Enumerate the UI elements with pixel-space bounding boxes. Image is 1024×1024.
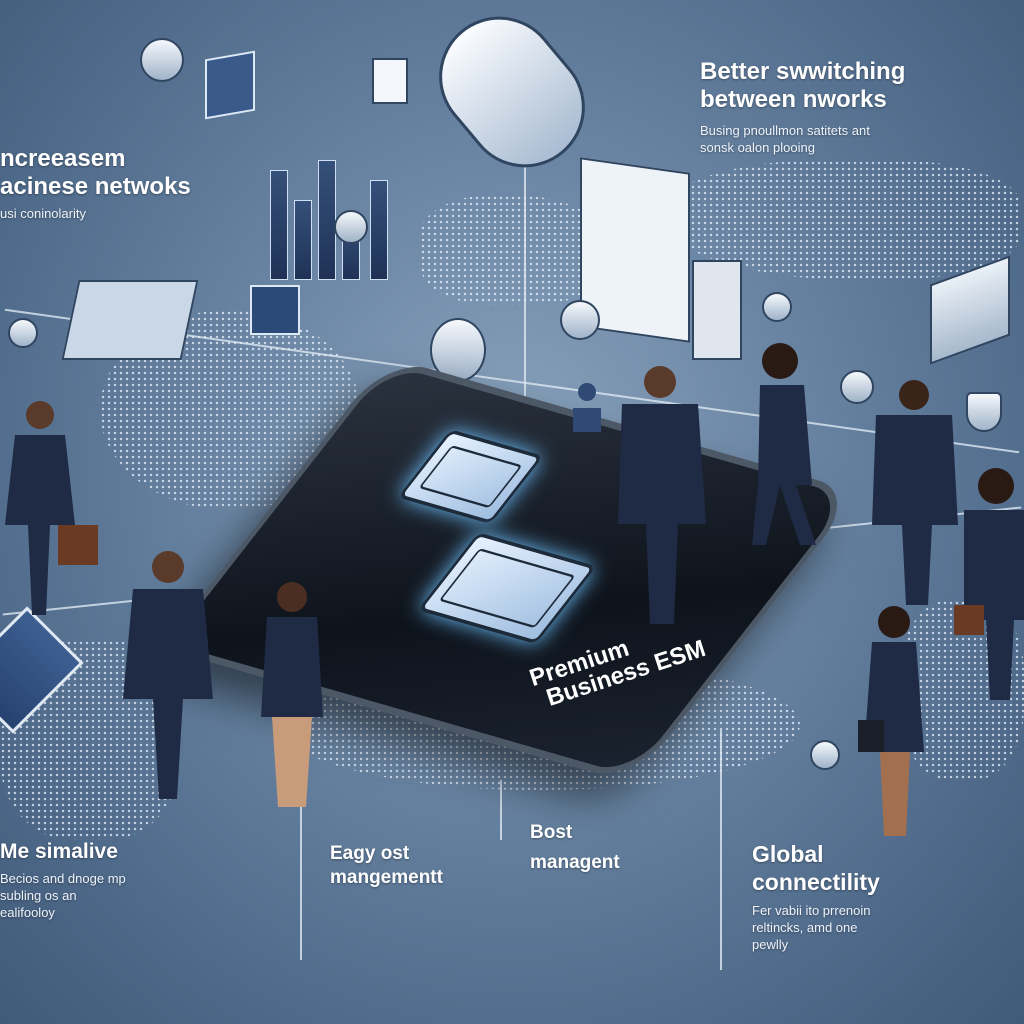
panel-top-right: Better swwitching between nworks Busing …	[700, 58, 905, 156]
panel-title: managent	[530, 852, 620, 873]
network-line	[500, 780, 502, 840]
document-icon	[372, 58, 408, 104]
network-line	[720, 730, 722, 970]
businessman-figure	[954, 468, 1024, 700]
panel-title: Global	[752, 841, 824, 867]
panel-bottom-right: Global connectility Fer vabii ito prreno…	[752, 840, 880, 953]
panel-subtitle: reltincks, amd one	[752, 920, 858, 935]
businesswoman-figure	[261, 582, 323, 807]
businesswoman-figure	[858, 606, 924, 836]
panel-title: Better swwitching	[700, 58, 906, 85]
server-icon	[692, 260, 742, 360]
shield-icon	[966, 392, 1002, 432]
panel-subtitle: ealifooloy	[0, 905, 55, 920]
panel-subtitle: Fer vabii ito prrenoin	[752, 903, 871, 918]
panel-subtitle: sonsk oalon plooing	[700, 140, 815, 155]
businessman-figure	[5, 401, 98, 615]
panel-title: connectility	[752, 869, 880, 895]
panel-bottom-left: Me simalive Becios and dnoge mp subling …	[0, 838, 126, 921]
panel-title: between nworks	[700, 86, 887, 113]
panel-subtitle: usi coninolarity	[0, 206, 86, 221]
circle-icon	[334, 210, 368, 244]
panel-bottom-mid: Eagy ost mangementt	[330, 842, 443, 890]
esim-chip-icon	[417, 532, 597, 644]
user-icon	[8, 318, 38, 348]
esim-chip-icon	[397, 429, 544, 524]
globe-icon	[762, 292, 792, 322]
businessman-figure	[123, 551, 213, 799]
panel-subtitle: subling os an	[0, 888, 77, 903]
bar-chart-icon	[270, 150, 410, 280]
panel-top-left: ncreeasem acinese netwoks usi coninolari…	[0, 145, 191, 222]
network-line	[300, 760, 302, 960]
businessman-figure	[872, 380, 958, 605]
workstation-icon	[61, 280, 199, 360]
panel-title: acinese netwoks	[0, 173, 191, 200]
businessman-figure	[618, 366, 706, 624]
panel-title: mangementt	[330, 867, 443, 888]
panel-title: Eagy ost	[330, 843, 410, 864]
panel-title: ncreeasem	[0, 145, 126, 172]
security-icon	[810, 740, 840, 770]
panel-title: Me simalive	[0, 840, 118, 863]
chat-icon	[840, 370, 874, 404]
panel-title: Bost	[530, 822, 573, 843]
document-icon	[205, 50, 255, 120]
screen-icon	[250, 285, 300, 335]
businesswoman-figure	[752, 343, 816, 545]
panel-subtitle: Becios and dnoge mp	[0, 871, 126, 886]
target-icon	[140, 38, 184, 82]
panel-bottom-mid2: Bost managent	[530, 818, 620, 878]
network-line	[524, 140, 526, 540]
globe-icon	[560, 300, 600, 340]
panel-subtitle: Busing pnoullmon satitets ant	[700, 123, 870, 138]
panel-subtitle: pewlly	[752, 937, 789, 952]
user-icon	[573, 383, 601, 432]
